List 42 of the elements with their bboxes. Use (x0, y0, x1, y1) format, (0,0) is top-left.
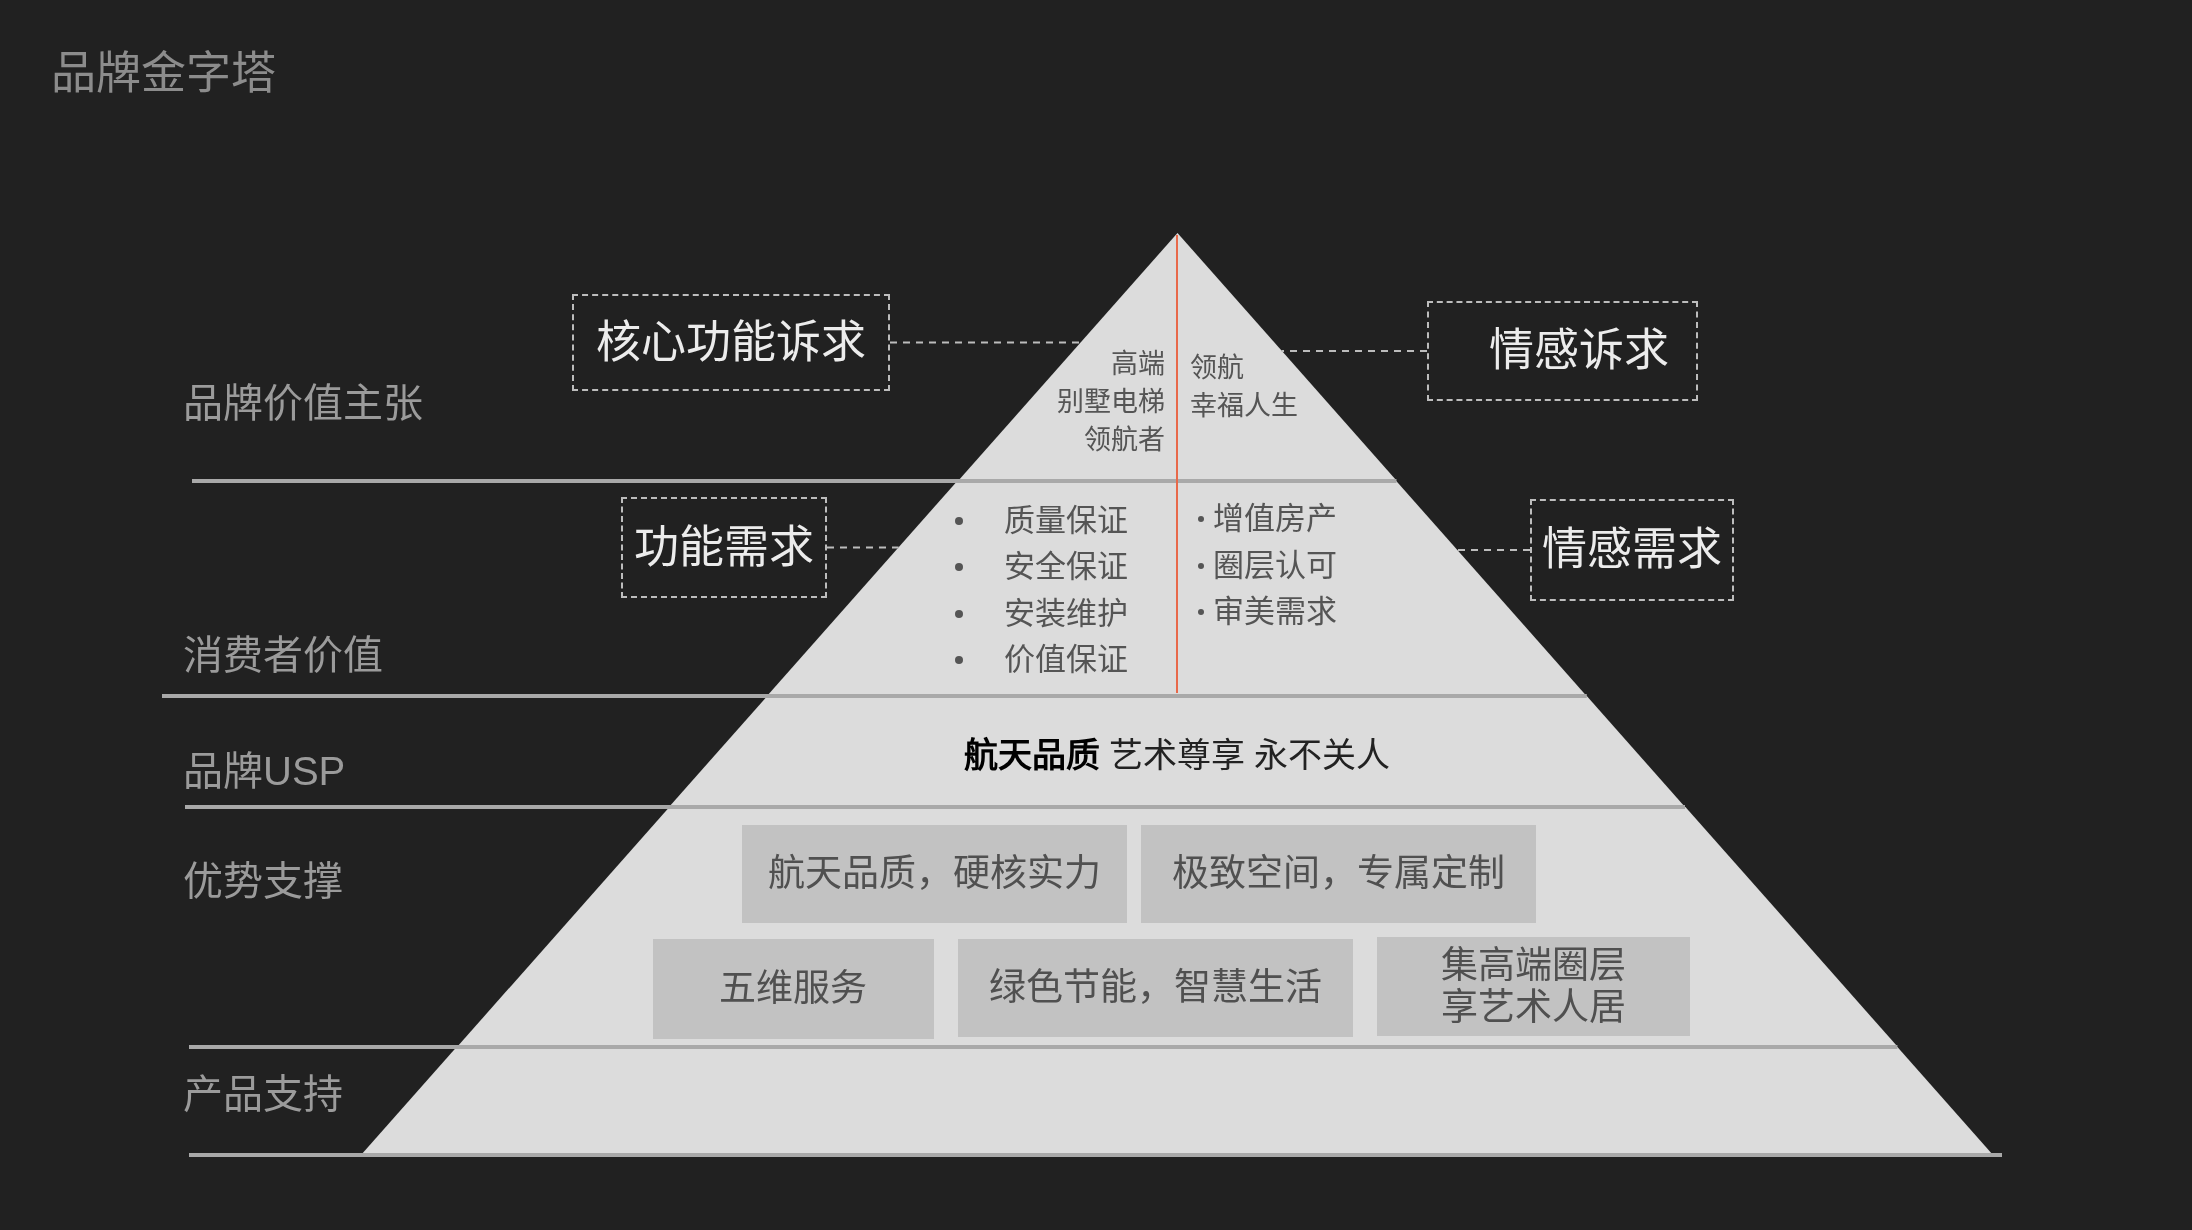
callout-text: 核心功能诉求 (596, 316, 866, 369)
feature-tile (742, 825, 1127, 923)
layer-label: 品牌价值主张 (183, 380, 423, 426)
feature-text: 五维服务 (719, 968, 868, 1010)
layer-label: 产品支持 (183, 1071, 343, 1117)
callout-box (572, 294, 890, 391)
callout-text: 情感诉求 (1488, 325, 1669, 377)
list-item-text: 圈层认可 (1213, 546, 1337, 585)
layer-label: 优势支撑 (183, 858, 343, 904)
pyramid-layer (669, 696, 1685, 807)
callout-box (1427, 301, 1698, 401)
list-item-text: 安全保证 (1004, 548, 1128, 587)
feature-text: 航天品质，硬核实力 (768, 853, 1101, 895)
list-item-text: 增值房产 (1213, 500, 1337, 539)
list-item-text: 安装维护 (1004, 594, 1128, 633)
list-item-text: 价值保证 (1004, 641, 1128, 680)
leader-line (826, 546, 900, 549)
feature-text: 极致空间，专属定制 (1172, 853, 1505, 895)
layer-label: 品牌USP (183, 748, 346, 794)
leader-line (1280, 350, 1428, 352)
feature-tile (1377, 937, 1690, 1036)
feature-text: 绿色节能，智慧生活 (989, 967, 1322, 1009)
feature-text: 集高端圈层享艺术人居 (1440, 944, 1627, 1029)
list-item-text: 审美需求 (1213, 593, 1337, 632)
layer-label: 消费者价值 (183, 632, 383, 678)
pyramid-layer (767, 481, 1587, 696)
usp-text: 航天品质 艺术尊享 永不关人 (963, 735, 1391, 776)
feature-tile (1141, 825, 1536, 923)
layer-text: 领航幸福人生 (1190, 352, 1299, 423)
leader-line (1456, 549, 1531, 551)
callout-text: 功能需求 (634, 521, 814, 574)
callout-box (621, 497, 827, 598)
pyramid-layer (361, 1047, 1993, 1155)
diagram-title: 品牌金字塔 (51, 47, 276, 101)
callout-text: 情感需求 (1542, 524, 1722, 576)
callout-box (1530, 499, 1734, 601)
feature-tile (653, 939, 934, 1039)
list-item-text: 质量保证 (1004, 502, 1128, 541)
leader-line (889, 341, 1082, 344)
feature-tile (958, 939, 1353, 1037)
layer-text: 高端别墅电梯领航者 (1056, 348, 1166, 457)
pyramid-layer (957, 233, 1397, 481)
